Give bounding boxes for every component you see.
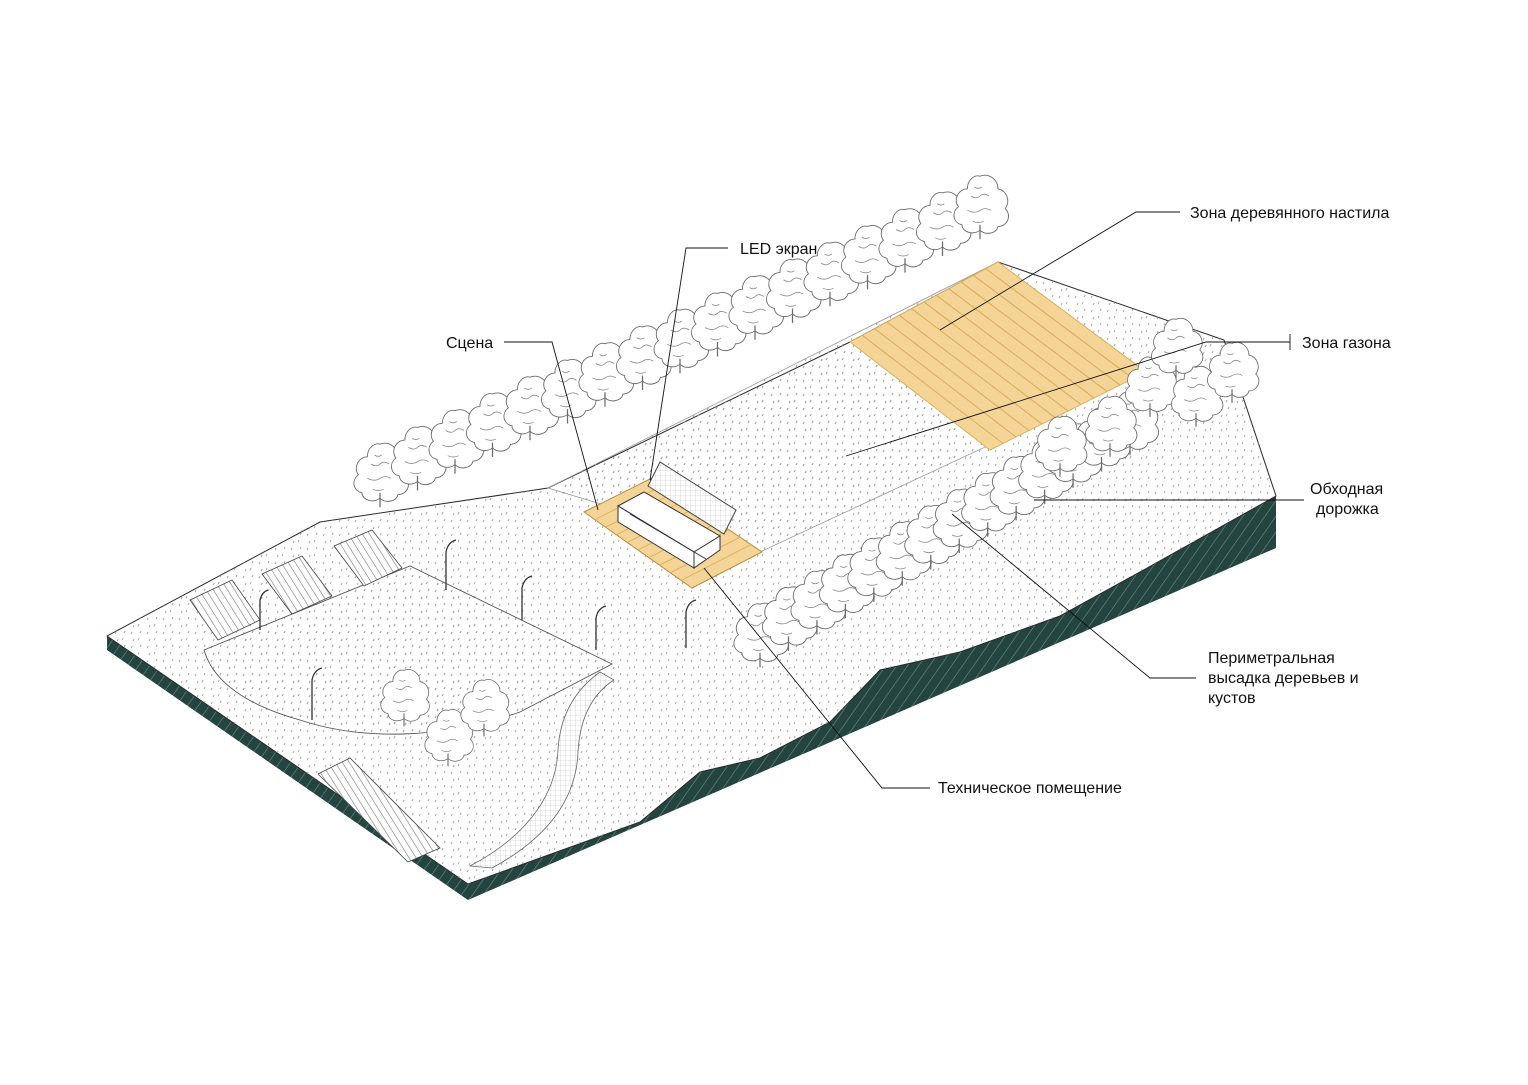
- label-bypass-path-1: Обходная: [1310, 481, 1383, 498]
- deck-plank: [861, 334, 1004, 444]
- stairs: [189, 529, 441, 863]
- label-bypass-path-2: дорожка: [1316, 501, 1379, 518]
- deck-plank: [973, 274, 1121, 386]
- annotations: Зона деревянного настила LED экран Сцена…: [446, 205, 1391, 797]
- deck-plank: [874, 328, 1017, 438]
- deck-plank: [899, 314, 1043, 425]
- street-lamps: [259, 539, 697, 720]
- stage-plank: [680, 544, 752, 581]
- label-lawn-zone: Зона газона: [1302, 335, 1391, 352]
- led-screen: [647, 461, 737, 535]
- label-tech-room: Техническое помещение: [938, 780, 1122, 797]
- leader-lines: [504, 211, 1304, 789]
- technical-room: [616, 491, 721, 569]
- deck-plank: [886, 321, 1030, 431]
- deck-plank: [948, 288, 1095, 399]
- paved-path: [468, 671, 615, 869]
- label-stage: Сцена: [446, 335, 493, 352]
- label-perimeter-3: кустов: [1208, 690, 1256, 707]
- label-deck-zone: Зона деревянного настила: [1190, 205, 1389, 222]
- deck-plank: [960, 281, 1108, 392]
- deck-plank: [985, 268, 1134, 379]
- deck-plank: [936, 294, 1082, 405]
- label-led-screen: LED экран: [740, 241, 817, 258]
- terrain-section: [107, 496, 1276, 900]
- label-perimeter-1: Периметральная: [1208, 650, 1335, 667]
- label-perimeter-2: высадка деревьев и: [1208, 670, 1359, 687]
- deck-plank: [911, 308, 1056, 418]
